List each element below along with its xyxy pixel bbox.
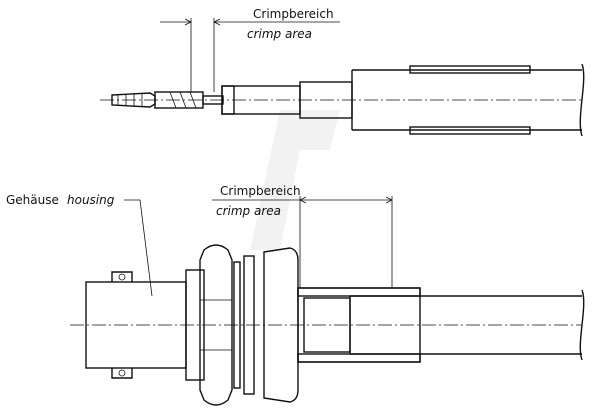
top-crimp-label-de: Crimpbereich bbox=[253, 7, 334, 21]
housing-label-de: Gehäuse bbox=[6, 193, 59, 207]
bottom-connector-view: Crimpbereich crimp area Gehäuse housing bbox=[6, 184, 585, 406]
housing-leader-line bbox=[124, 199, 153, 297]
crimp-sleeve-bottom bbox=[409, 126, 531, 135]
rear-flange bbox=[263, 247, 299, 403]
cable-jacket bbox=[351, 69, 582, 131]
inner-conductor bbox=[202, 95, 224, 105]
crimp-sleeve-top bbox=[409, 65, 531, 74]
top-crimp-label-en: crimp area bbox=[247, 27, 312, 41]
hex-nut bbox=[199, 244, 233, 406]
watermark-shape bbox=[250, 110, 340, 250]
housing-label-en: housing bbox=[67, 193, 115, 207]
washer bbox=[233, 261, 241, 389]
bottom-cable-jacket bbox=[349, 295, 582, 355]
bottom-crimp-label-en: crimp area bbox=[216, 204, 281, 218]
top-cable-view: Crimpbereich crimp area bbox=[100, 7, 585, 137]
bottom-crimp-label-de: Crimpbereich bbox=[220, 184, 301, 198]
